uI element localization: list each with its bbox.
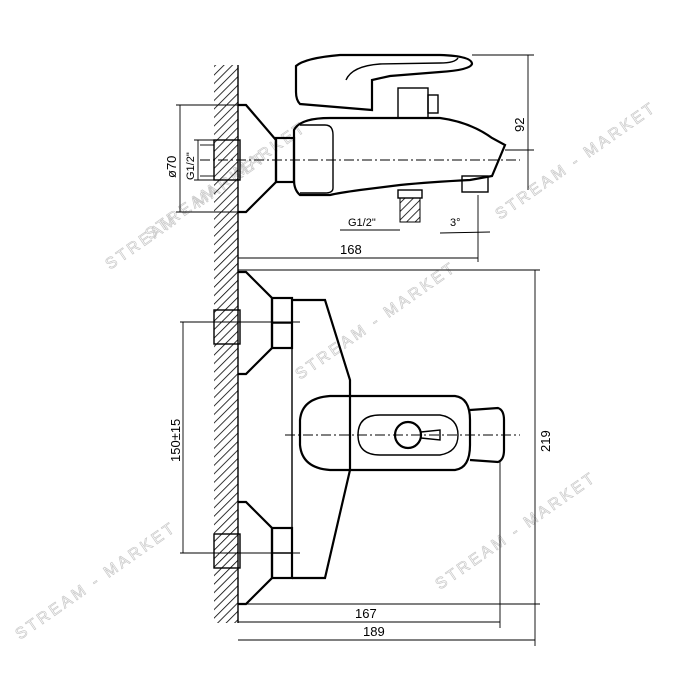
watermark-3: STREAM - MARKET (293, 259, 460, 383)
dim-g12-bottom: G1/2" (348, 217, 376, 229)
watermark-4: STREAM - MARKET (433, 469, 600, 593)
dim-168: 168 (340, 242, 362, 257)
dim-g12-side: G1/2" (185, 152, 197, 180)
dim-angle: 3° (450, 217, 461, 229)
dim-219: 219 (538, 430, 553, 452)
dim-150: 150±15 (168, 419, 183, 462)
side-view (200, 53, 520, 223)
dim-d70: ø70 (164, 156, 179, 178)
watermarks: STREAM - MARKET STREAM - MARKET STREAM -… (12, 99, 660, 644)
dim-92: 92 (512, 118, 527, 132)
dim-167: 167 (355, 606, 377, 621)
dim-189: 189 (363, 624, 385, 639)
watermark-5: STREAM - MARKET (13, 519, 180, 643)
top-view-dimensions: 150±15 219 167 189 (168, 269, 553, 646)
side-view-dimensions: ø70 G1/2" 92 G1/2" 3° 168 (164, 54, 534, 262)
